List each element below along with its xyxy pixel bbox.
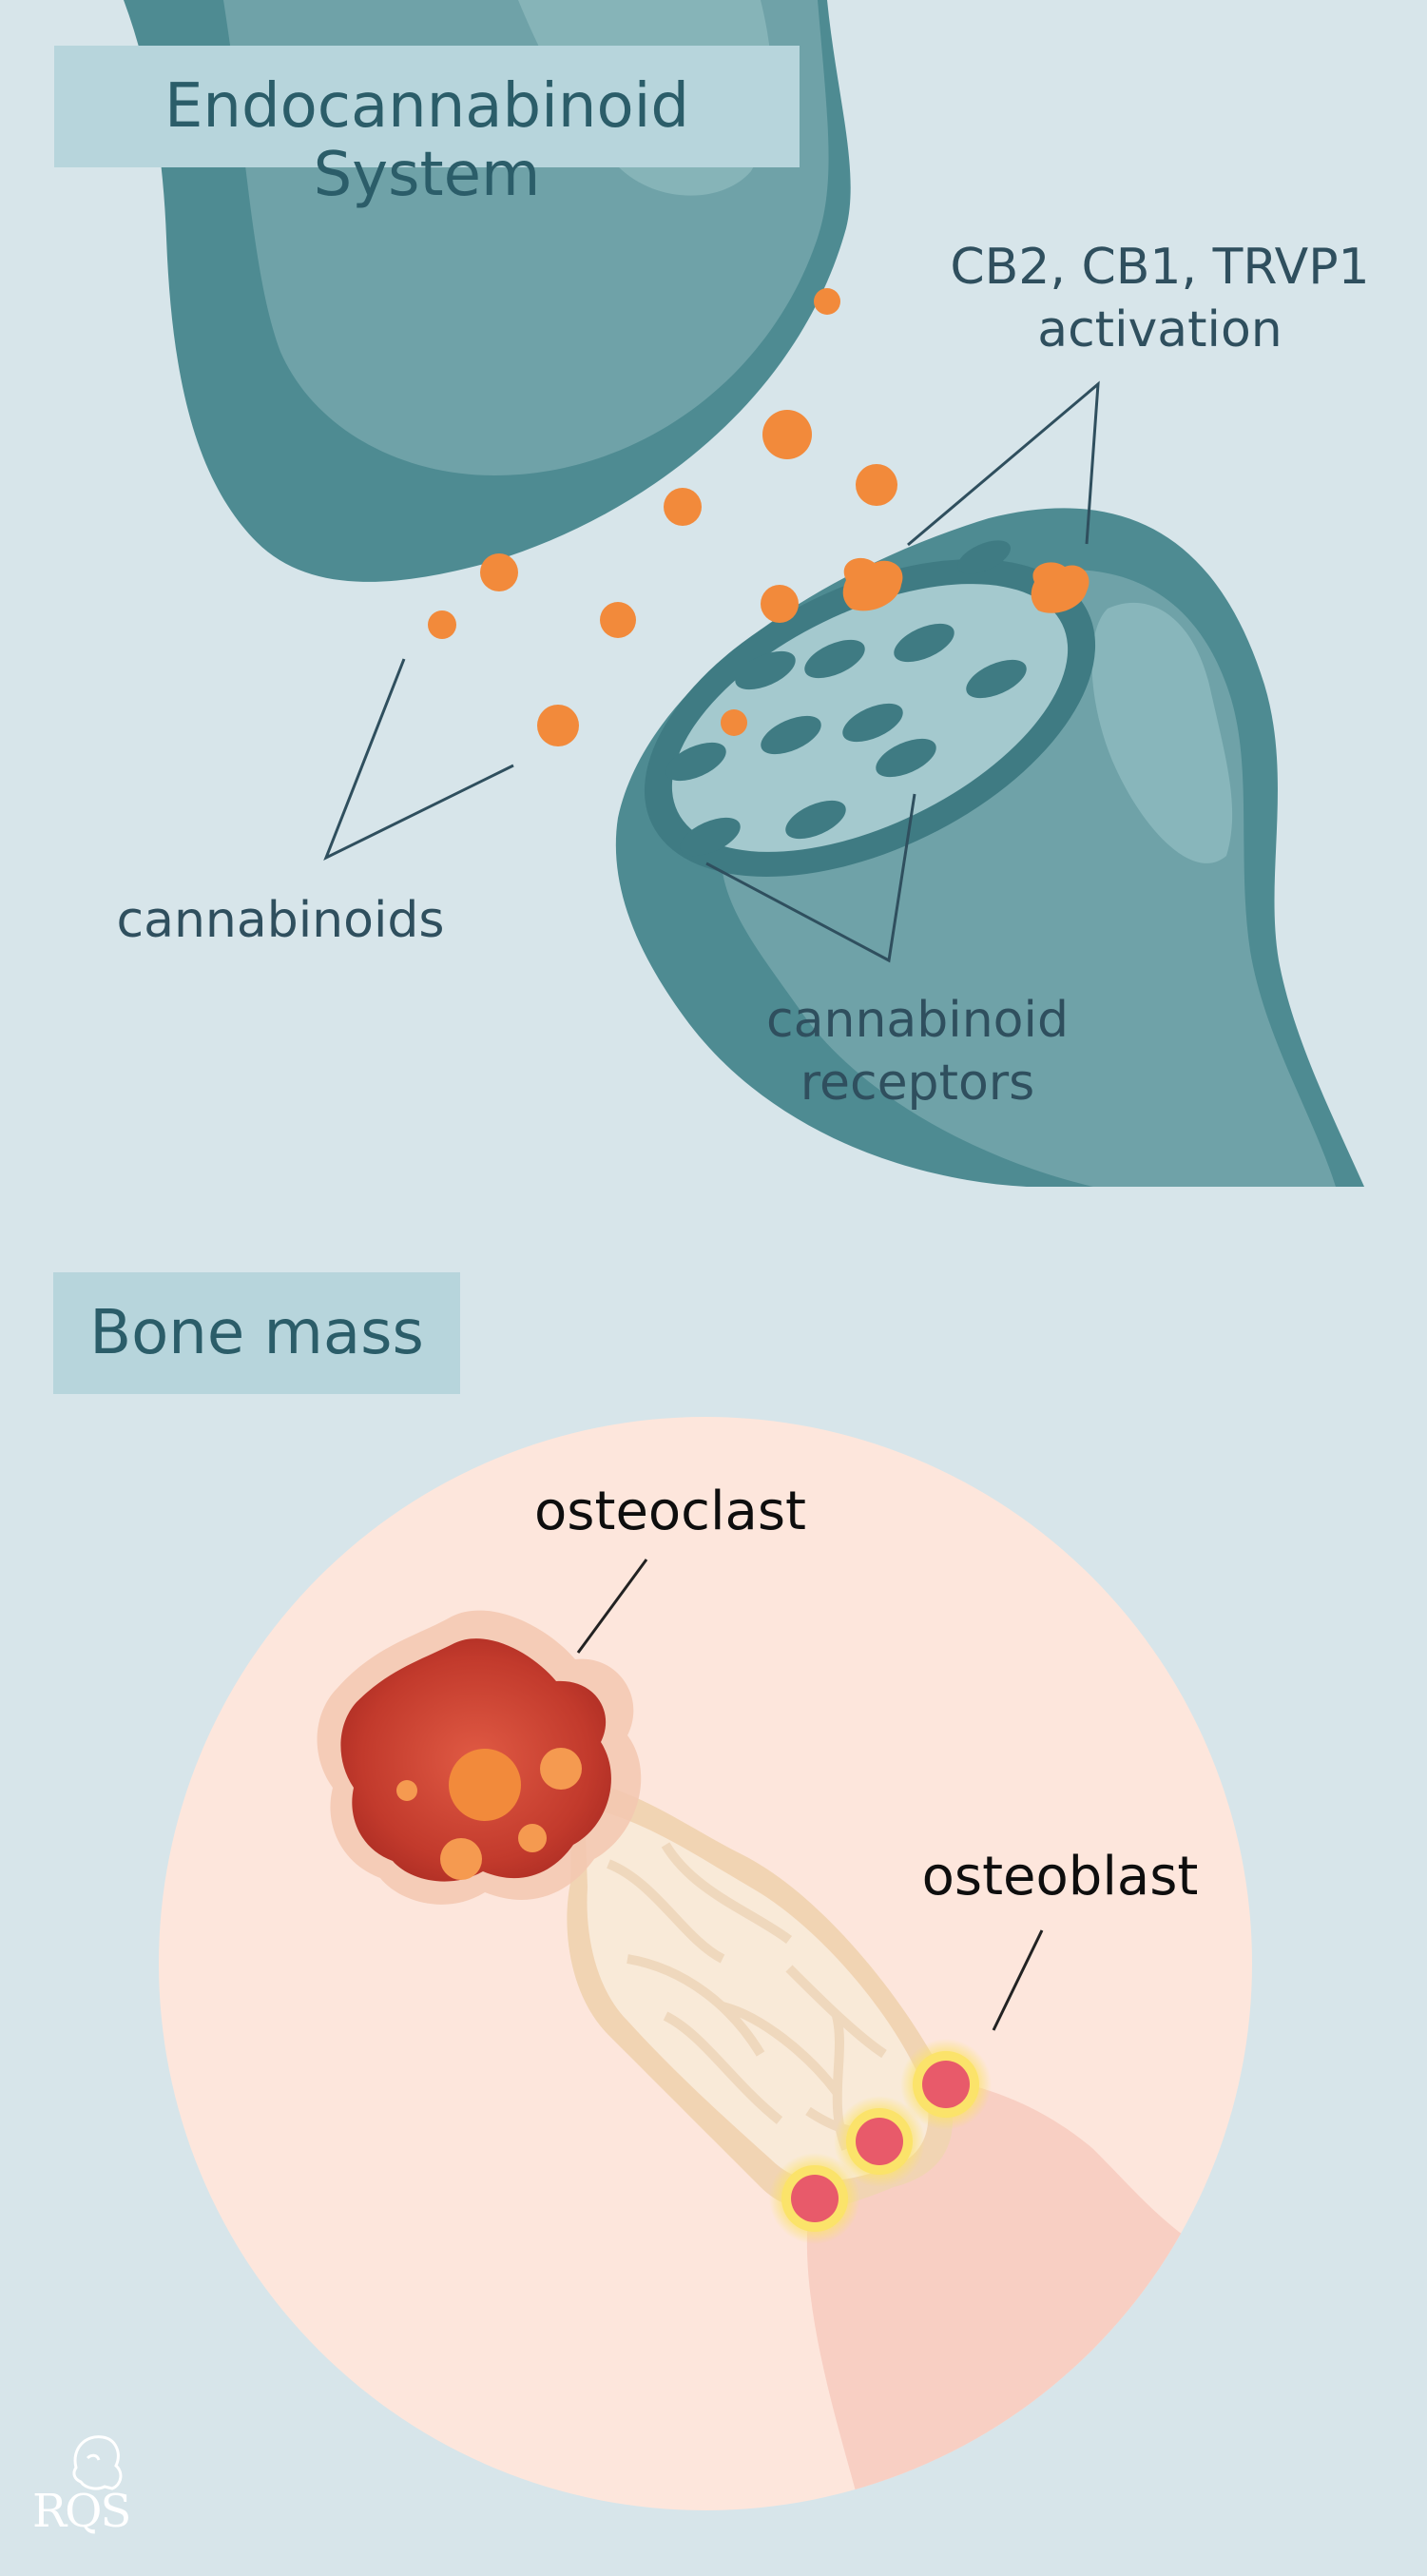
leader-lines bbox=[323, 380, 1100, 963]
label-osteoclast: osteoclast bbox=[534, 1481, 806, 1542]
section-title-text: Bone mass bbox=[89, 1298, 424, 1368]
bone-leader-lines bbox=[576, 1559, 1044, 2031]
label-cannabinoid-receptors: cannabinoid receptors bbox=[766, 992, 1069, 1112]
osteoclast-cell bbox=[317, 1610, 642, 1905]
cannabinoid-receptors bbox=[665, 540, 1027, 857]
activated-receptors bbox=[842, 557, 1090, 613]
label-osteoblast: osteoblast bbox=[921, 1846, 1199, 1908]
rqs-logo: RQS bbox=[29, 2430, 190, 2544]
logo-text: RQS bbox=[32, 2485, 131, 2538]
label-cannabinoids: cannabinoids bbox=[116, 892, 445, 949]
section-title-endocannabinoid: Endocannabinoid System bbox=[54, 46, 800, 209]
osteoblast-cells bbox=[769, 2039, 992, 2244]
label-activation: CB2, CB1, TRVP1 activation bbox=[950, 239, 1370, 358]
section-title-bone-mass: Bone mass bbox=[53, 1272, 460, 1394]
lion-icon bbox=[72, 2435, 123, 2490]
section-title-text: Endocannabinoid System bbox=[164, 71, 690, 210]
cannabinoid-dots bbox=[428, 288, 897, 746]
